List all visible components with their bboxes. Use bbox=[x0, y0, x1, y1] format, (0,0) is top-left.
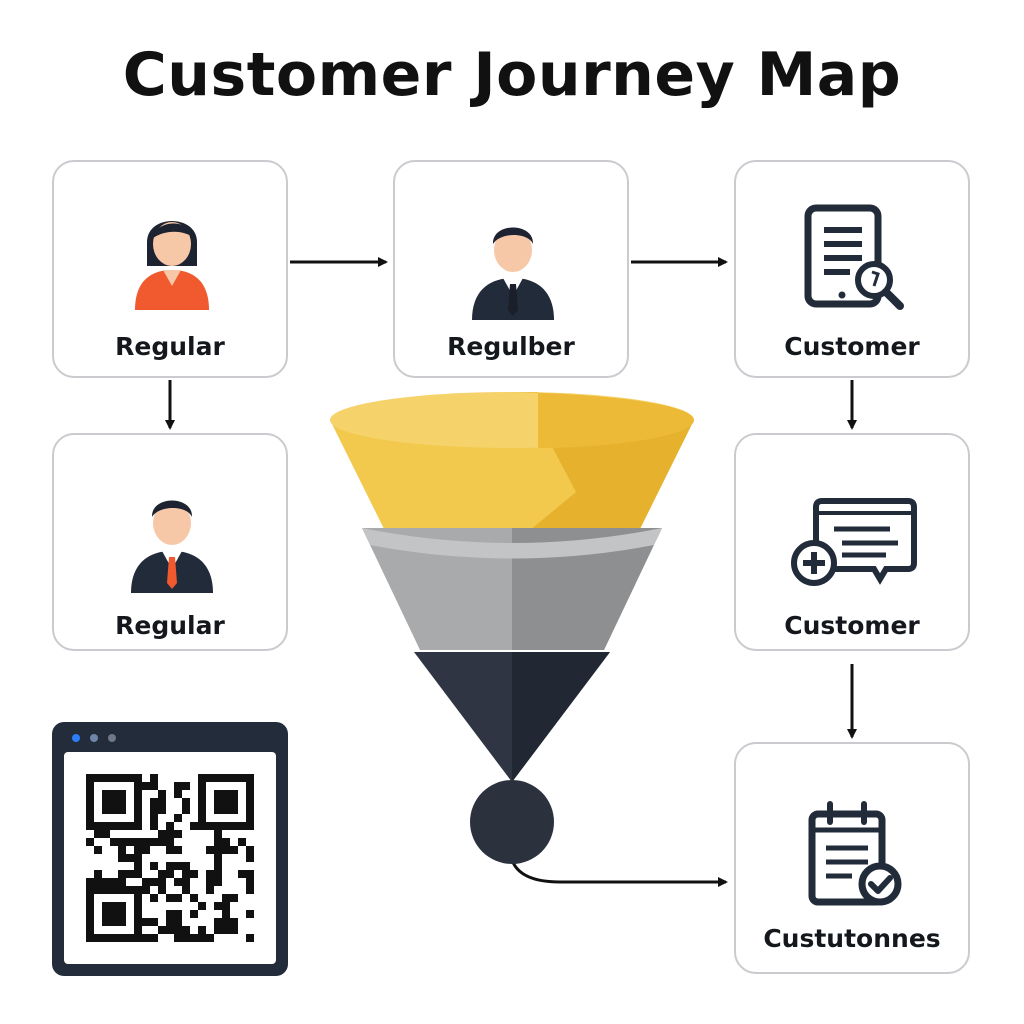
journey-card-customer-research[interactable]: Customer bbox=[734, 160, 970, 378]
journey-card-regular-man[interactable]: Regular bbox=[52, 433, 288, 651]
window-dot-blue bbox=[72, 734, 80, 742]
card-label: Customer bbox=[784, 332, 920, 361]
tablet-search-icon bbox=[804, 204, 904, 310]
window-dot bbox=[90, 734, 98, 742]
journey-card-regulber[interactable]: Regulber bbox=[393, 160, 629, 378]
page-title: Customer Journey Map bbox=[122, 40, 902, 110]
card-label: Regular bbox=[115, 611, 225, 640]
window-dot bbox=[108, 734, 116, 742]
card-label: Regular bbox=[115, 332, 225, 361]
journey-card-custutonnes[interactable]: Custutonnes bbox=[734, 742, 970, 974]
add-chat-icon bbox=[791, 498, 917, 586]
calendar-check-icon bbox=[808, 801, 902, 906]
qr-code-window[interactable] bbox=[52, 722, 288, 976]
journey-card-customer-engage[interactable]: Customer bbox=[734, 433, 970, 651]
qr-screen bbox=[64, 752, 276, 964]
qr-code-icon bbox=[86, 774, 254, 942]
man-red-tie-icon bbox=[131, 500, 213, 593]
funnel-outcome-dot bbox=[470, 780, 554, 864]
businessman-icon bbox=[472, 227, 554, 320]
journey-card-regular-woman[interactable]: Regular bbox=[52, 160, 288, 378]
arrow-funnel-to-card6 bbox=[510, 859, 728, 887]
funnel-stage-top-shade bbox=[512, 420, 694, 545]
card-label: Custutonnes bbox=[763, 924, 941, 953]
funnel bbox=[330, 392, 694, 864]
woman-user-icon bbox=[135, 221, 209, 310]
card-label: Regulber bbox=[447, 332, 575, 361]
card-label: Customer bbox=[784, 611, 920, 640]
